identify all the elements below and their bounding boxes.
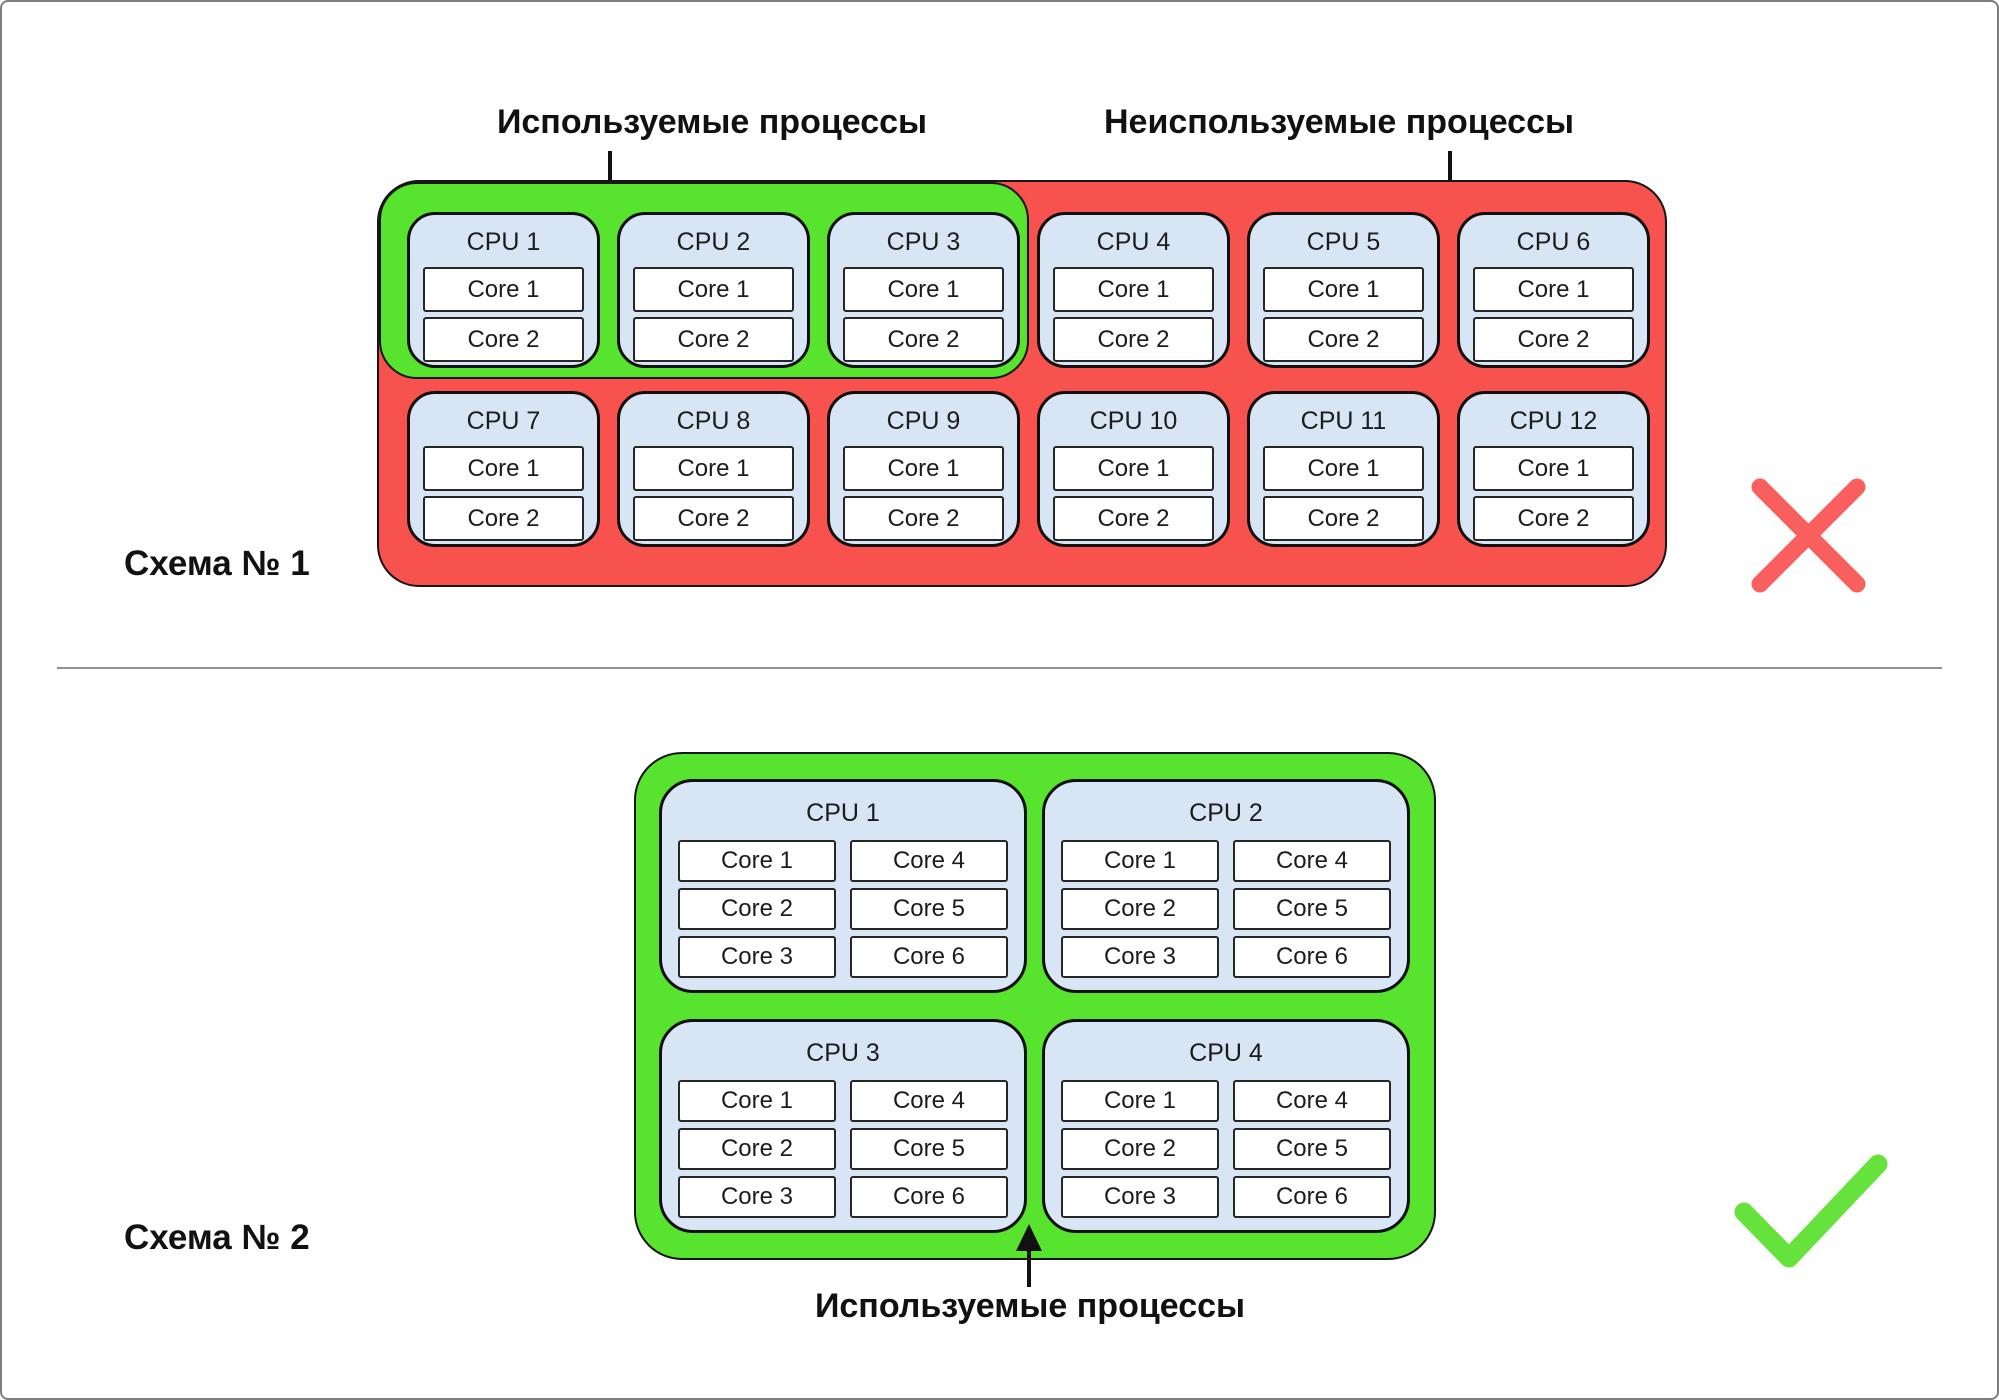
core-box: Core 1: [423, 446, 584, 491]
scheme1-label: Схема № 1: [124, 544, 310, 583]
cpu-title: CPU 10: [1089, 407, 1178, 435]
core-box: Core 3: [1061, 936, 1219, 978]
core-box: Core 5: [1233, 888, 1391, 930]
cpu-title: CPU 6: [1516, 228, 1591, 256]
cpu-box: CPU 2 Core 1 Core 2 Core 3 Core 4 Core 5…: [1042, 779, 1410, 993]
used-processes-label: Используемые процессы: [496, 103, 928, 141]
core-box: Core 2: [843, 496, 1004, 541]
core-box: Core 1: [1473, 267, 1634, 312]
cpu-title: CPU 2: [676, 228, 751, 256]
core-box: Core 1: [633, 446, 794, 491]
cpu-title: CPU 11: [1300, 407, 1387, 435]
core-box: Core 3: [1061, 1176, 1219, 1218]
core-box: Core 2: [1061, 888, 1219, 930]
cpu-title: CPU 4: [1096, 228, 1171, 256]
cpu-box: CPU 10 Core 1 Core 2: [1037, 391, 1230, 547]
cpu-box: CPU 2 Core 1 Core 2: [617, 212, 810, 368]
core-box: Core 1: [1263, 267, 1424, 312]
core-box: Core 2: [1053, 317, 1214, 362]
down-arrow-icon: [608, 151, 612, 189]
cpu-box: CPU 8 Core 1 Core 2: [617, 391, 810, 547]
core-box: Core 2: [633, 496, 794, 541]
cpu-box: CPU 11 Core 1 Core 2: [1247, 391, 1440, 547]
cpu-box: CPU 3 Core 1 Core 2: [827, 212, 1020, 368]
core-box: Core 4: [850, 1080, 1008, 1122]
cpu-title: CPU 8: [676, 407, 751, 435]
cpu-box: CPU 9 Core 1 Core 2: [827, 391, 1020, 547]
cpu-title: CPU 12: [1509, 407, 1598, 435]
section-divider: [57, 667, 1942, 669]
core-box: Core 1: [678, 840, 836, 882]
cpu-box: CPU 12 Core 1 Core 2: [1457, 391, 1650, 547]
up-arrow-icon: [1027, 1249, 1031, 1287]
core-box: Core 6: [1233, 936, 1391, 978]
core-box: Core 1: [1263, 446, 1424, 491]
core-box: Core 2: [678, 888, 836, 930]
core-box: Core 1: [678, 1080, 836, 1122]
cpu-title: CPU 9: [886, 407, 961, 435]
core-box: Core 4: [1233, 1080, 1391, 1122]
core-box: Core 6: [850, 1176, 1008, 1218]
cpu-box: CPU 6 Core 1 Core 2: [1457, 212, 1650, 368]
core-box: Core 4: [850, 840, 1008, 882]
cross-icon: [1751, 478, 1866, 593]
core-box: Core 3: [678, 936, 836, 978]
unused-processes-label: Неиспользуемые процессы: [1103, 103, 1575, 141]
core-box: Core 2: [678, 1128, 836, 1170]
up-arrow-icon: [1016, 1224, 1042, 1251]
scheme2-cpu-grid: CPU 1 Core 1 Core 2 Core 3 Core 4 Core 5…: [659, 779, 1410, 1233]
cpu-title: CPU 2: [1189, 799, 1263, 827]
cpu-title: CPU 1: [806, 799, 880, 827]
cpu-title: CPU 1: [466, 228, 541, 256]
cpu-box: CPU 4 Core 1 Core 2: [1037, 212, 1230, 368]
scheme2-label: Схема № 2: [124, 1218, 310, 1257]
core-box: Core 1: [1061, 840, 1219, 882]
cpu-box: CPU 3 Core 1 Core 2 Core 3 Core 4 Core 5…: [659, 1019, 1027, 1233]
core-box: Core 2: [423, 496, 584, 541]
scheme1-cpu-row-2: CPU 7 Core 1 Core 2 CPU 8 Core 1 Core 2 …: [407, 391, 1650, 547]
core-box: Core 2: [1473, 317, 1634, 362]
core-box: Core 1: [843, 267, 1004, 312]
core-box: Core 4: [1233, 840, 1391, 882]
cpu-title: CPU 3: [806, 1039, 880, 1067]
core-box: Core 1: [1053, 446, 1214, 491]
core-box: Core 2: [843, 317, 1004, 362]
check-icon: [1734, 1154, 1888, 1268]
core-box: Core 2: [633, 317, 794, 362]
used-processes-label: Используемые процессы: [814, 1287, 1246, 1325]
core-box: Core 1: [633, 267, 794, 312]
cpu-title: CPU 3: [886, 228, 961, 256]
core-box: Core 5: [1233, 1128, 1391, 1170]
core-box: Core 2: [1473, 496, 1634, 541]
cpu-box: CPU 7 Core 1 Core 2: [407, 391, 600, 547]
core-box: Core 2: [1053, 496, 1214, 541]
cpu-box: CPU 1 Core 1 Core 2: [407, 212, 600, 368]
core-box: Core 1: [843, 446, 1004, 491]
scheme1-cpu-row-1: CPU 1 Core 1 Core 2 CPU 2 Core 1 Core 2 …: [407, 212, 1650, 368]
core-box: Core 3: [678, 1176, 836, 1218]
core-box: Core 2: [1263, 317, 1424, 362]
core-box: Core 1: [1473, 446, 1634, 491]
cpu-box: CPU 4 Core 1 Core 2 Core 3 Core 4 Core 5…: [1042, 1019, 1410, 1233]
core-box: Core 2: [1263, 496, 1424, 541]
cpu-title: CPU 7: [466, 407, 541, 435]
core-box: Core 1: [423, 267, 584, 312]
cpu-box: CPU 5 Core 1 Core 2: [1247, 212, 1440, 368]
cpu-title: CPU 4: [1189, 1039, 1263, 1067]
core-box: Core 5: [850, 888, 1008, 930]
down-arrow-icon: [1448, 151, 1452, 189]
core-box: Core 2: [1061, 1128, 1219, 1170]
core-box: Core 5: [850, 1128, 1008, 1170]
core-box: Core 6: [850, 936, 1008, 978]
core-box: Core 1: [1061, 1080, 1219, 1122]
core-box: Core 6: [1233, 1176, 1391, 1218]
core-box: Core 1: [1053, 267, 1214, 312]
cpu-box: CPU 1 Core 1 Core 2 Core 3 Core 4 Core 5…: [659, 779, 1027, 993]
core-box: Core 2: [423, 317, 584, 362]
cpu-title: CPU 5: [1306, 228, 1381, 256]
